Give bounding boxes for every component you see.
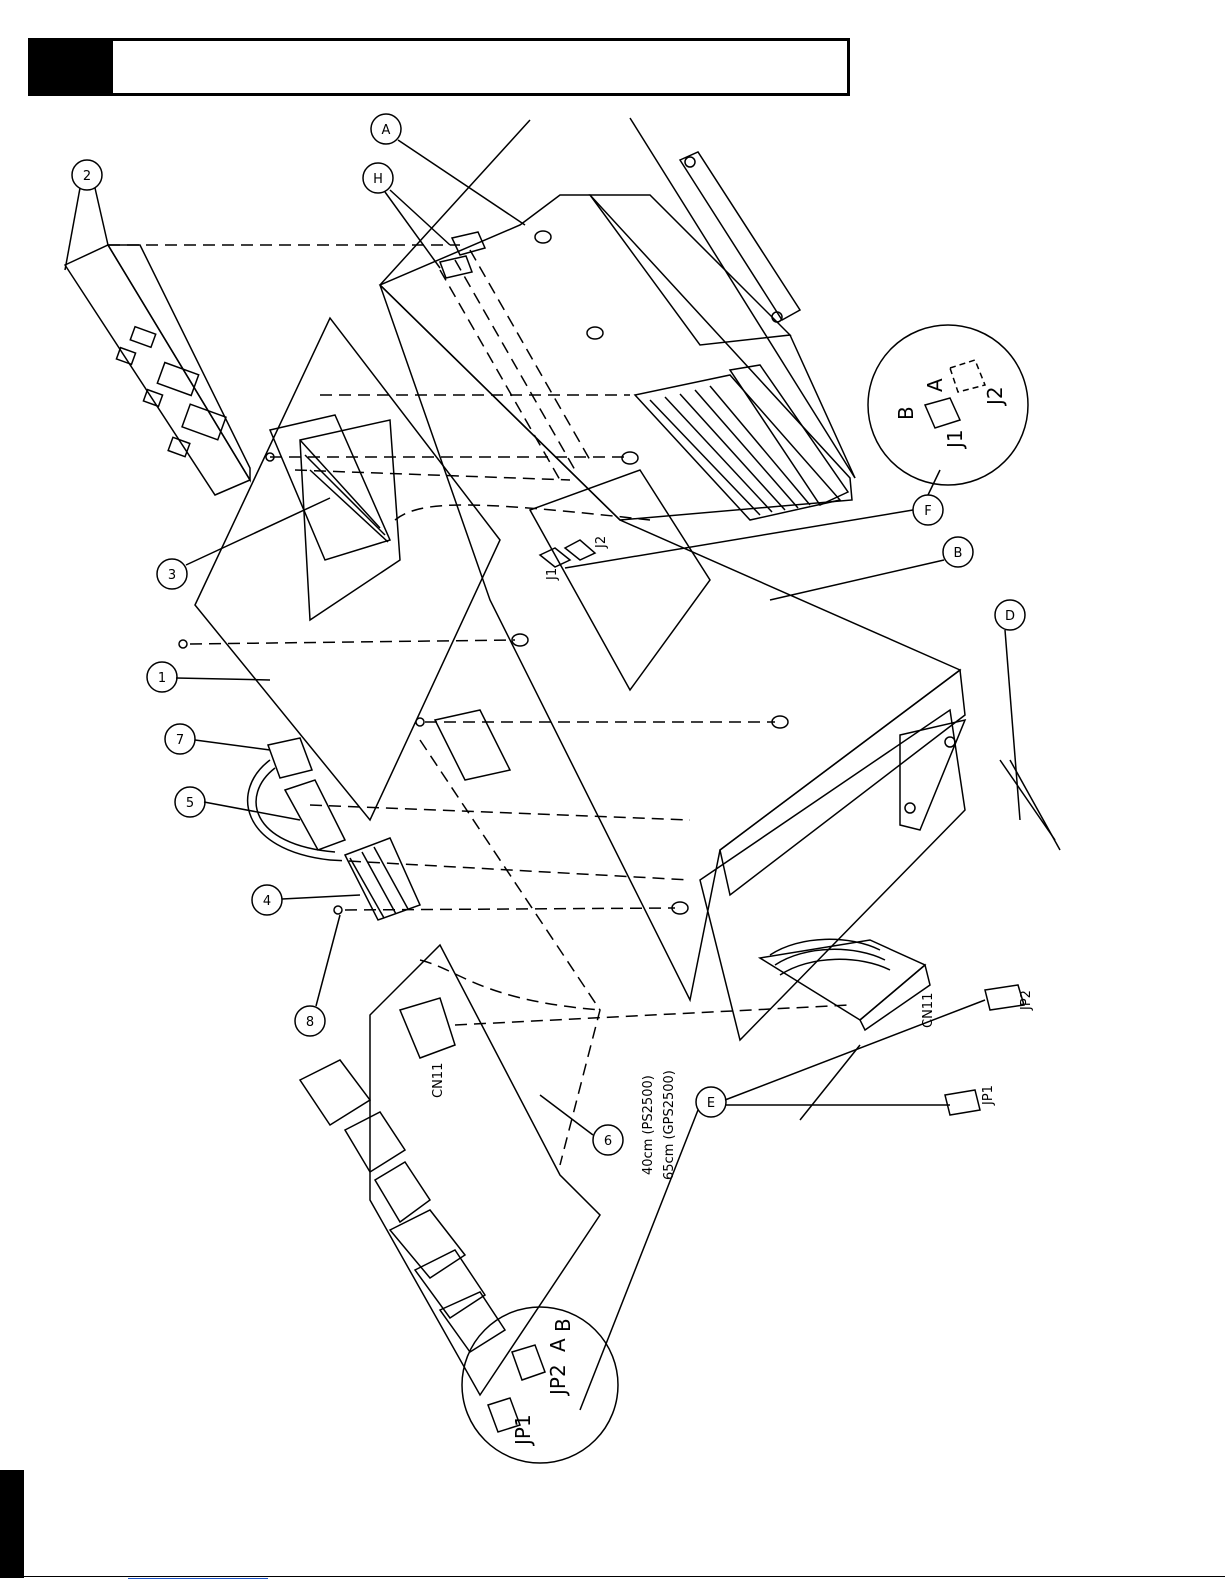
callout-7: 7 bbox=[176, 733, 184, 748]
detail-f-b: B bbox=[894, 406, 918, 420]
detail-f-a: A bbox=[923, 378, 947, 392]
cn11-label-top: CN11 bbox=[431, 1063, 446, 1098]
detail-f-j2: J2 bbox=[983, 386, 1007, 407]
callout-f: F bbox=[924, 504, 931, 519]
cover-plate-d bbox=[1000, 760, 1060, 850]
callout-6: 6 bbox=[604, 1134, 612, 1149]
callout-3: 3 bbox=[168, 568, 176, 583]
cn11-connector-block bbox=[760, 939, 930, 1030]
j1-board-label: J1 bbox=[545, 568, 560, 581]
callout-a: A bbox=[382, 123, 391, 138]
callout-e: E bbox=[707, 1096, 715, 1111]
callout-5: 5 bbox=[186, 796, 194, 811]
leader-lines bbox=[65, 140, 1020, 1410]
card-2 bbox=[65, 245, 250, 495]
callout-d: D bbox=[1005, 609, 1015, 624]
main-board-plate bbox=[195, 318, 500, 820]
cable-bundle bbox=[248, 710, 510, 920]
connectors-h bbox=[440, 232, 485, 278]
detail-e-a: A bbox=[546, 1338, 570, 1352]
callout-b: B bbox=[954, 546, 963, 561]
callout-circles bbox=[72, 114, 1025, 1155]
j2-board-label: J2 bbox=[594, 536, 609, 549]
chassis-tray bbox=[380, 118, 965, 1040]
callout-4: 4 bbox=[263, 894, 271, 909]
chassis-ribbon-connector bbox=[635, 365, 848, 520]
detail-e-jp2: JP2 bbox=[546, 1364, 570, 1397]
callout-8: 8 bbox=[306, 1015, 314, 1030]
callout-2: 2 bbox=[83, 169, 91, 184]
callout-h: H bbox=[373, 172, 383, 187]
cable-length-ps2500: 40cm (PS2500) bbox=[641, 1075, 656, 1175]
jp2-loose-label: JP2 bbox=[1019, 990, 1034, 1011]
detail-e-b: B bbox=[551, 1318, 575, 1332]
detail-f-j1: J1 bbox=[943, 429, 967, 450]
cable-length-gps2500: 65cm (GPS2500) bbox=[662, 1070, 677, 1180]
detail-e-jp1: JP1 bbox=[511, 1414, 535, 1447]
detail-e-circle bbox=[462, 1307, 618, 1463]
callout-1: 1 bbox=[158, 671, 166, 686]
cn11-label-bottom: CN11 bbox=[921, 993, 936, 1028]
jp1-loose-label: JP1 bbox=[981, 1085, 996, 1106]
